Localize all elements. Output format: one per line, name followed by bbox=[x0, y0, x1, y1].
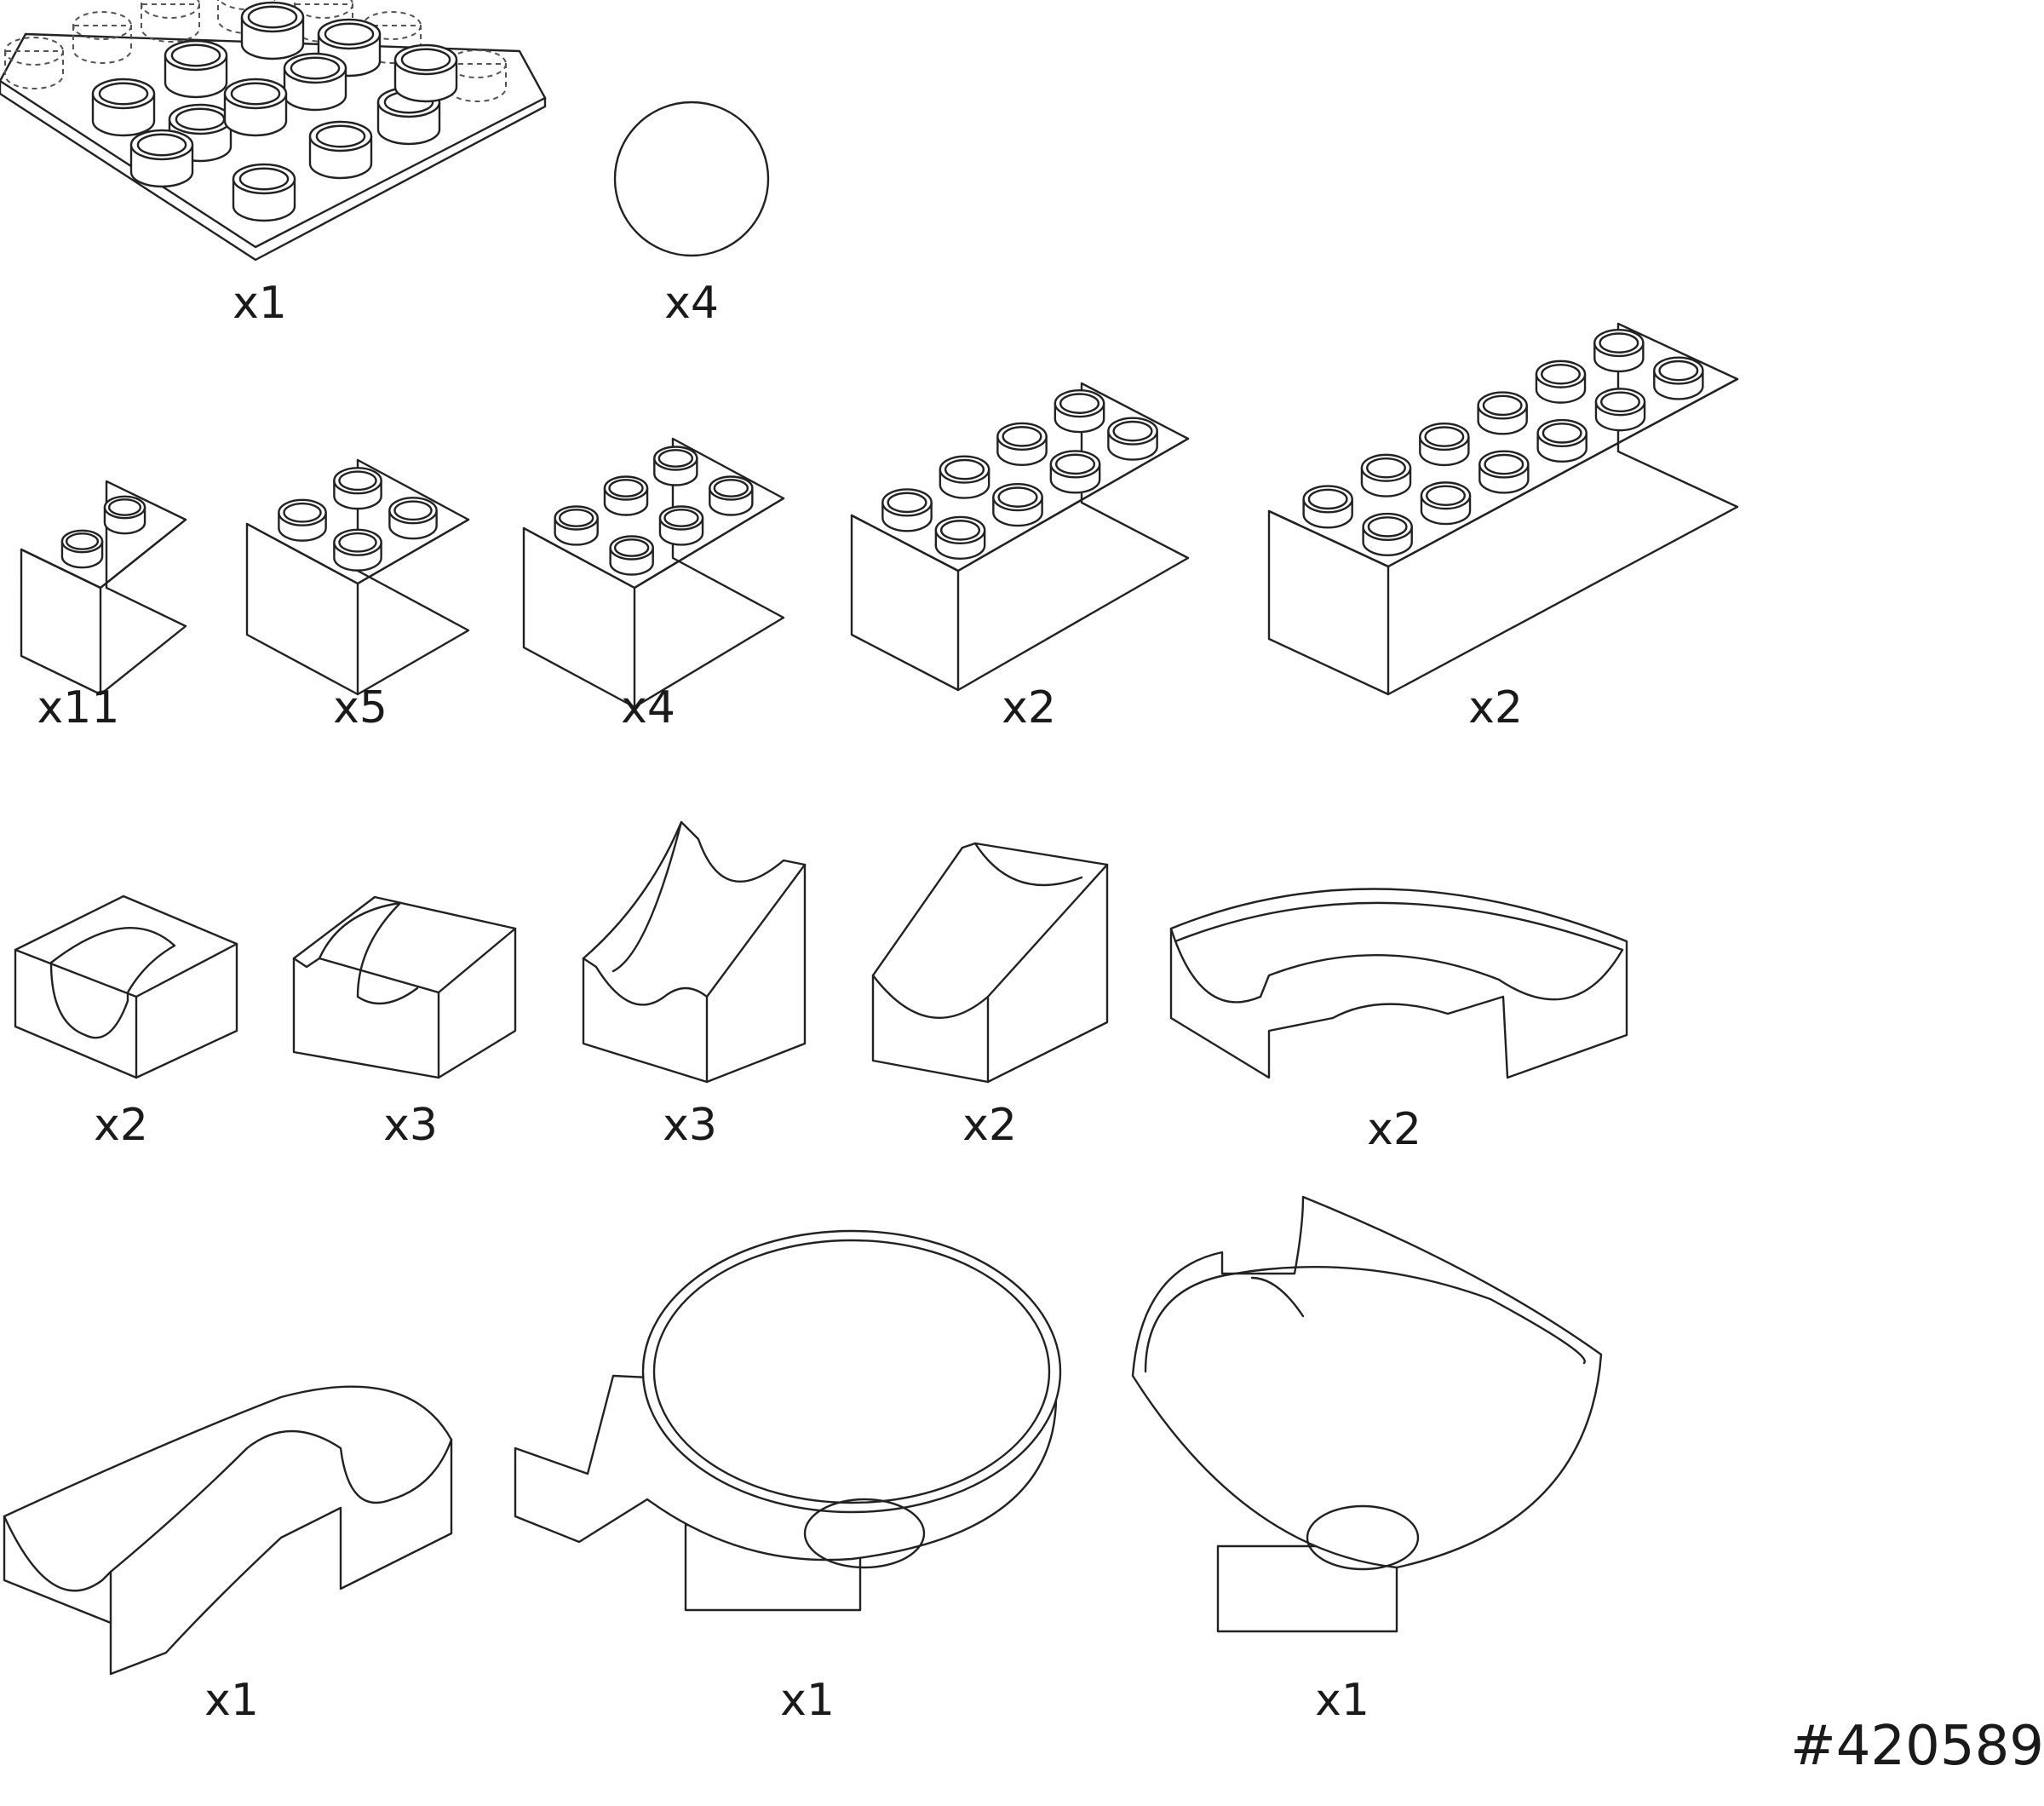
stud bbox=[554, 505, 599, 546]
stud bbox=[1107, 417, 1158, 461]
stud bbox=[1420, 481, 1472, 526]
stud bbox=[333, 528, 382, 572]
qty-curved-track: x2 bbox=[1367, 1104, 1421, 1155]
stud bbox=[4, 37, 64, 89]
stud bbox=[393, 43, 458, 103]
stud bbox=[223, 78, 288, 137]
s-track-drawing bbox=[3, 1385, 453, 1676]
stud bbox=[232, 163, 296, 222]
curved-track-drawing bbox=[1169, 888, 1628, 1079]
qty-funnel-chute: x1 bbox=[1315, 1675, 1369, 1726]
stud bbox=[72, 11, 132, 64]
stud bbox=[278, 498, 327, 542]
stud bbox=[1477, 391, 1528, 435]
stud bbox=[658, 505, 704, 546]
stud bbox=[1302, 485, 1353, 529]
qty-curve-corner: x3 bbox=[383, 1100, 438, 1151]
stud bbox=[1653, 356, 1704, 400]
stud bbox=[996, 422, 1048, 466]
stud bbox=[1478, 450, 1530, 494]
curve-end-drawing bbox=[14, 894, 238, 1079]
qty-ramp-tall: x3 bbox=[663, 1100, 717, 1151]
stud bbox=[1593, 328, 1645, 372]
stud bbox=[653, 446, 698, 486]
stud bbox=[60, 529, 104, 569]
stud bbox=[1362, 512, 1413, 556]
stud bbox=[1054, 388, 1105, 434]
qty-brick-2x1: x11 bbox=[37, 682, 120, 733]
brick bbox=[522, 437, 785, 709]
funnel-chute-drawing bbox=[1131, 1195, 1603, 1633]
stud bbox=[1594, 388, 1646, 432]
brick bbox=[20, 480, 187, 696]
stud bbox=[1419, 422, 1470, 466]
stud bbox=[881, 488, 933, 532]
set-number: #420589 bbox=[1790, 1715, 2044, 1778]
brick bbox=[850, 382, 1190, 692]
ball-drawing bbox=[613, 101, 770, 257]
stud bbox=[308, 120, 373, 180]
qty-baseplate: x1 bbox=[233, 278, 287, 329]
stud bbox=[1049, 450, 1101, 494]
stud bbox=[992, 482, 1043, 527]
stud bbox=[141, 0, 200, 43]
bricks-drawing bbox=[20, 322, 1739, 709]
stud bbox=[91, 78, 156, 137]
stud bbox=[103, 495, 146, 535]
baseplate-drawing bbox=[0, 0, 547, 262]
curve-corner-drawing bbox=[292, 895, 517, 1079]
stud bbox=[709, 475, 754, 516]
stud bbox=[333, 467, 382, 510]
stud bbox=[129, 129, 194, 188]
stud bbox=[1535, 359, 1587, 404]
qty-funnel-large: x1 bbox=[780, 1675, 835, 1726]
qty-curve-end: x2 bbox=[94, 1100, 148, 1151]
stud bbox=[1536, 418, 1588, 463]
stud bbox=[603, 475, 649, 516]
funnel-large-drawing bbox=[514, 1229, 1062, 1612]
stud bbox=[934, 515, 986, 560]
stud bbox=[164, 39, 228, 99]
stud bbox=[283, 52, 347, 112]
qty-ball: x4 bbox=[664, 278, 719, 329]
qty-s-track: x1 bbox=[204, 1675, 259, 1726]
qty-brick-2x4: x2 bbox=[1002, 682, 1056, 733]
brick bbox=[245, 458, 470, 696]
straight-track-drawing bbox=[871, 842, 1109, 1084]
brick bbox=[1267, 322, 1739, 696]
ramp-tall-drawing bbox=[582, 820, 807, 1084]
stud bbox=[240, 1, 305, 60]
stud bbox=[939, 455, 990, 499]
stud bbox=[609, 535, 654, 576]
stud bbox=[1360, 453, 1412, 498]
qty-straight-track: x2 bbox=[962, 1100, 1017, 1151]
qty-brick-2x6: x2 bbox=[1468, 682, 1523, 733]
qty-brick-2x2: x5 bbox=[333, 682, 388, 733]
stud bbox=[388, 497, 438, 540]
qty-brick-2x3: x4 bbox=[621, 682, 675, 733]
